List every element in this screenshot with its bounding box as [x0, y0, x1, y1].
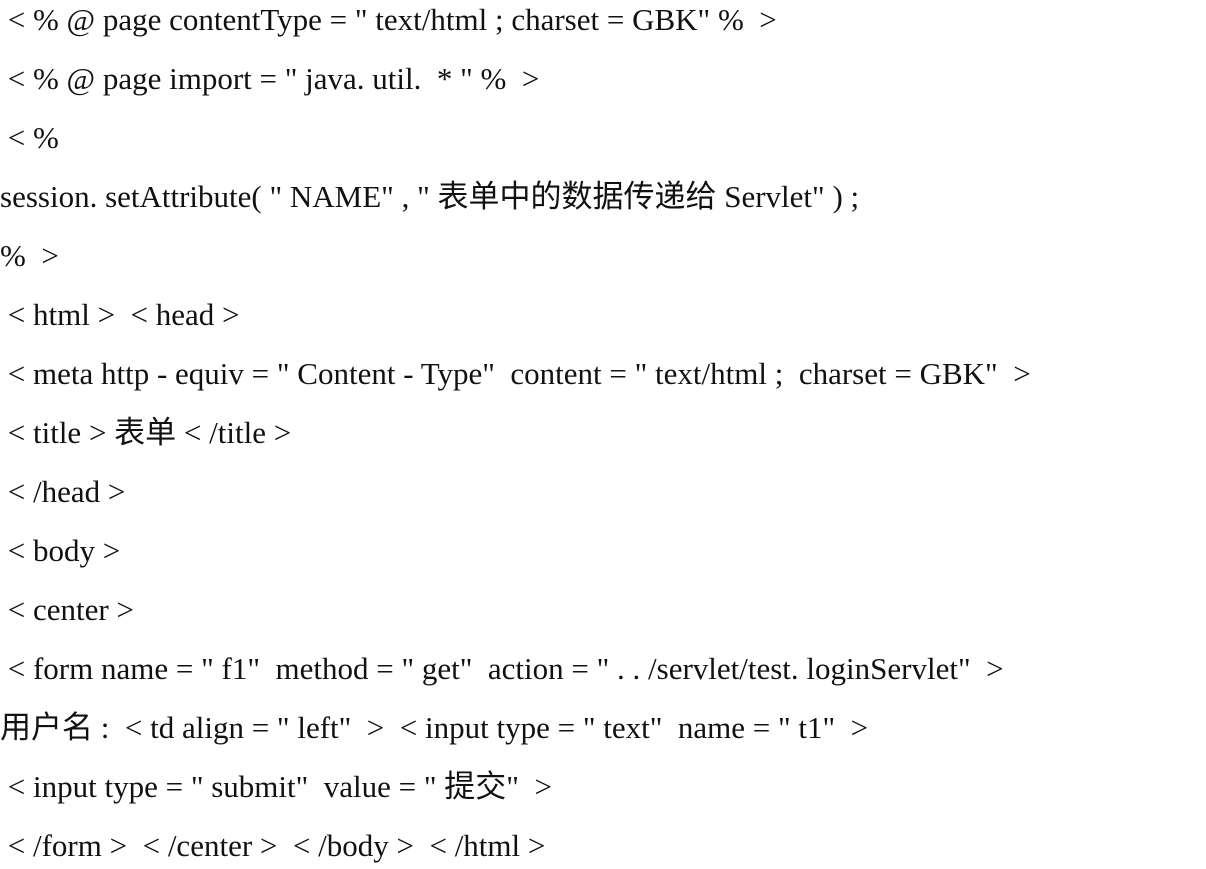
- code-line-session-set-attribute: session. setAttribute( " NAME" , " 表单中的数…: [0, 179, 860, 214]
- code-line-body-open: < body >: [0, 533, 121, 568]
- code-line-center-open: < center >: [0, 592, 134, 627]
- code-line-head-close: < /head >: [0, 474, 126, 509]
- code-line-closing-tags: < /form > < /center > < /body > < /html …: [0, 828, 546, 863]
- code-line-title: < title > 表单 < /title >: [0, 415, 292, 450]
- code-line-meta: < meta http - equiv = " Content - Type" …: [0, 356, 1031, 391]
- code-line-username-input: 用户名 : < td align = " left" > < input typ…: [0, 710, 869, 745]
- code-line-submit-input: < input type = " submit" value = " 提交" >: [0, 769, 552, 804]
- code-line-form-open: < form name = " f1" method = " get" acti…: [0, 651, 1004, 686]
- code-line-scriptlet-open: < %: [0, 120, 59, 155]
- code-line-page-import: < % @ page import = " java. util. * " % …: [0, 61, 540, 96]
- code-line-page-content-type: < % @ page contentType = " text/html ; c…: [0, 2, 777, 37]
- code-line-html-head-open: < html > < head >: [0, 297, 240, 332]
- code-line-scriptlet-close: % >: [0, 238, 59, 273]
